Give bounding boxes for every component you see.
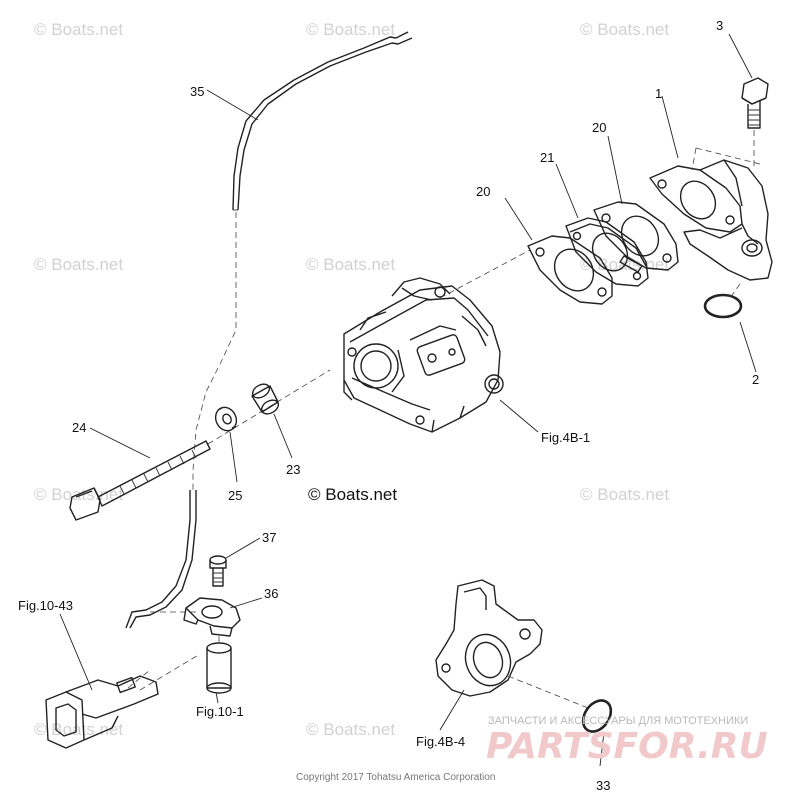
bolt-3 xyxy=(741,77,769,170)
callout-20-front: 20 xyxy=(476,184,490,199)
callout-24: 24 xyxy=(72,420,86,435)
shop-tagline: ЗАПЧАСТИ И АКСЕССУАРЫ ДЛЯ МОТОТЕХНИКИ xyxy=(488,715,748,727)
callout-37: 37 xyxy=(262,530,276,545)
callout-25: 25 xyxy=(228,488,242,503)
shop-overlay: ЗАПЧАСТИ И АКСЕССУАРЫ ДЛЯ МОТОТЕХНИКИ PA… xyxy=(486,715,768,767)
callout-36: 36 xyxy=(264,586,278,601)
carburetor-body xyxy=(343,277,504,433)
watermark-text: © Boats.net xyxy=(306,255,395,274)
post-fig10-1 xyxy=(206,636,232,694)
callout-20-rear: 20 xyxy=(592,120,606,135)
spacer-23 xyxy=(251,383,280,415)
watermark-text: © Boats.net xyxy=(580,20,669,39)
insulator-21 xyxy=(565,217,649,287)
fig-10-1-label: Fig.10-1 xyxy=(196,704,244,719)
bracket-fig4b-4 xyxy=(435,579,589,709)
fig-4b-1-label: Fig.4B-1 xyxy=(541,430,590,445)
center-watermark: © Boats.net xyxy=(308,485,397,504)
callout-23: 23 xyxy=(286,462,300,477)
callout-2: 2 xyxy=(752,372,759,387)
gasket-20-rear xyxy=(593,201,679,271)
callout-33: 33 xyxy=(596,778,610,793)
watermark-layer: © Boats.net © Boats.net © Boats.net © Bo… xyxy=(34,20,669,739)
fig-4b-4-label: Fig.4B-4 xyxy=(416,734,465,749)
watermark-text: © Boats.net xyxy=(306,20,395,39)
callout-labels: 35 1 3 20 21 20 2 Fig.4B-1 24 25 23 © Bo… xyxy=(18,18,759,793)
o-ring-2 xyxy=(703,283,743,319)
watermark-text: © Boats.net xyxy=(34,20,123,39)
watermark-text: © Boats.net xyxy=(306,720,395,739)
callout-21: 21 xyxy=(540,150,554,165)
fig-10-43-label: Fig.10-43 xyxy=(18,598,73,613)
wire-rod-lower xyxy=(125,490,200,629)
leader-lines xyxy=(59,33,757,767)
screw-37 xyxy=(209,555,227,587)
callout-35: 35 xyxy=(190,84,204,99)
washer-25 xyxy=(214,406,238,432)
callout-1: 1 xyxy=(655,86,662,101)
manifold-1 xyxy=(649,147,773,281)
lever-fig10-43 xyxy=(45,653,201,749)
copyright-notice: Copyright 2017 Tohatsu America Corporati… xyxy=(296,772,495,783)
wire-rod-35 xyxy=(192,31,413,490)
o-ring-33 xyxy=(581,699,613,733)
watermark-text: © Boats.net xyxy=(580,485,669,504)
watermark-text: © Boats.net xyxy=(34,255,123,274)
callout-3: 3 xyxy=(716,18,723,33)
gasket-20-front xyxy=(439,235,613,305)
clamp-36 xyxy=(183,597,241,637)
shop-brand-logo: PARTSFOR.RU xyxy=(486,726,768,767)
